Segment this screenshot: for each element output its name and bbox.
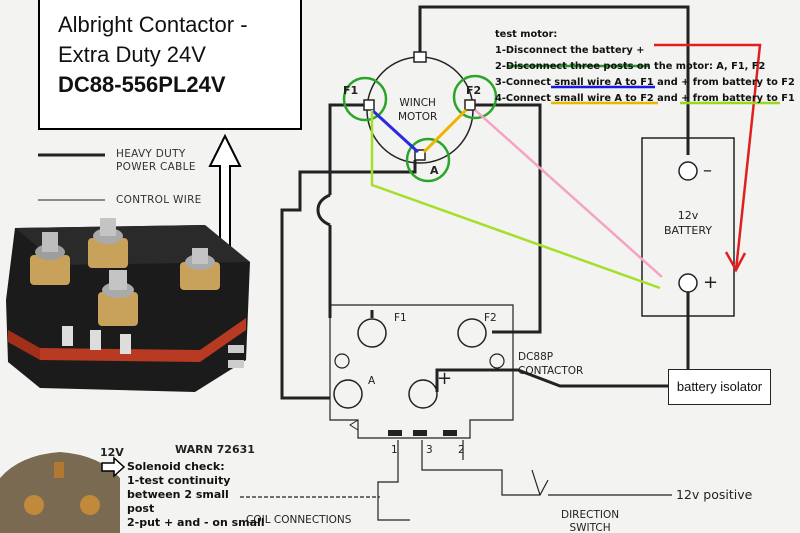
contactor-f2-label: F2 (484, 312, 497, 324)
solenoid-check-line-2: between 2 small (127, 488, 229, 501)
legend-heavy-duty: HEAVY DUTY POWER CABLE (116, 148, 196, 173)
lime-wire (370, 110, 661, 290)
warn-label: WARN 72631 (175, 443, 255, 456)
motor-terminal-a (414, 149, 426, 161)
heavy-wires (280, 5, 690, 400)
contactor-body (329, 304, 514, 439)
title-line-2: Extra Duty 24V (58, 42, 206, 67)
positive-12v-label: 12v positive (676, 487, 753, 502)
test-motor-step-1: 1-Disconnect the battery + (495, 45, 645, 56)
pink-wire (474, 109, 663, 278)
battery-minus-terminal (678, 161, 698, 181)
title-part-number: DC88-556PL24V (58, 72, 226, 97)
motor-f1-label: F1 (343, 84, 359, 97)
battery-plus-terminal (678, 273, 698, 293)
coil-terminal-2: 2 (458, 444, 465, 456)
test-motor-heading: test motor: (495, 29, 558, 40)
highlight-f2-circle (452, 74, 498, 120)
test-motor-step-4: 4-Connect small wire A to F2 and + from … (495, 93, 795, 104)
coil-terminal-3: 3 (426, 444, 433, 456)
contactor-f1-label: F1 (394, 312, 407, 324)
battery-plus-label: + (703, 272, 719, 293)
red-arrow (654, 43, 762, 271)
highlight-f1-circle (342, 76, 388, 122)
direction-switch-label: DIRECTION SWITCH (561, 509, 620, 533)
solenoid-check: Solenoid check: 1-test continuity betwee… (127, 460, 265, 530)
warn-solenoid-photo (0, 452, 120, 533)
contactor-plus-label: + (437, 368, 453, 389)
control-wires (240, 440, 672, 521)
test-motor-steps: test motor: 1-Disconnect the battery + 2… (495, 27, 795, 107)
motor-a-label: A (430, 164, 439, 177)
contactor-a-label: A (368, 375, 376, 387)
battery-minus-label: – (703, 160, 712, 181)
winch-motor-label: WINCH MOTOR (398, 97, 438, 123)
yellow-wire (422, 108, 468, 154)
legend-control-wire: CONTROL WIRE (116, 194, 202, 206)
title-box: Albright Contactor - Extra Duty 24V DC88… (38, 0, 302, 130)
test-motor-step-3: 3-Connect small wire A to F1 and + from … (495, 77, 795, 88)
contactor-label: DC88P CONTACTOR (518, 351, 584, 377)
contactor-photo (6, 218, 250, 392)
v12-label: 12V (100, 446, 124, 459)
highlight-a-circle (405, 137, 451, 183)
solenoid-check-heading: Solenoid check: (127, 460, 225, 473)
motor-terminal-f1 (363, 99, 375, 111)
battery-box (641, 137, 735, 317)
solenoid-check-line-3: post (127, 502, 155, 515)
battery-label: 12v BATTERY (663, 209, 713, 237)
solenoid-check-line-1: 1-test continuity (127, 474, 231, 487)
right-arrow-icon (101, 456, 126, 478)
battery-isolator-box: battery isolator (668, 369, 771, 405)
motor-f2-label: F2 (466, 84, 482, 97)
solenoid-check-line-4: 2-put + and - on small (127, 516, 265, 529)
test-motor-step-2: 2-Disconnect three posts on the motor: A… (495, 61, 766, 72)
motor-terminal-f2 (464, 99, 476, 111)
red-arrowhead (724, 251, 747, 273)
title-line-1: Albright Contactor - (58, 12, 248, 37)
coil-connections-label: COIL CONNECTIONS (246, 514, 352, 526)
blue-wire (370, 108, 420, 154)
coil-terminal-1: 1 (391, 444, 398, 456)
